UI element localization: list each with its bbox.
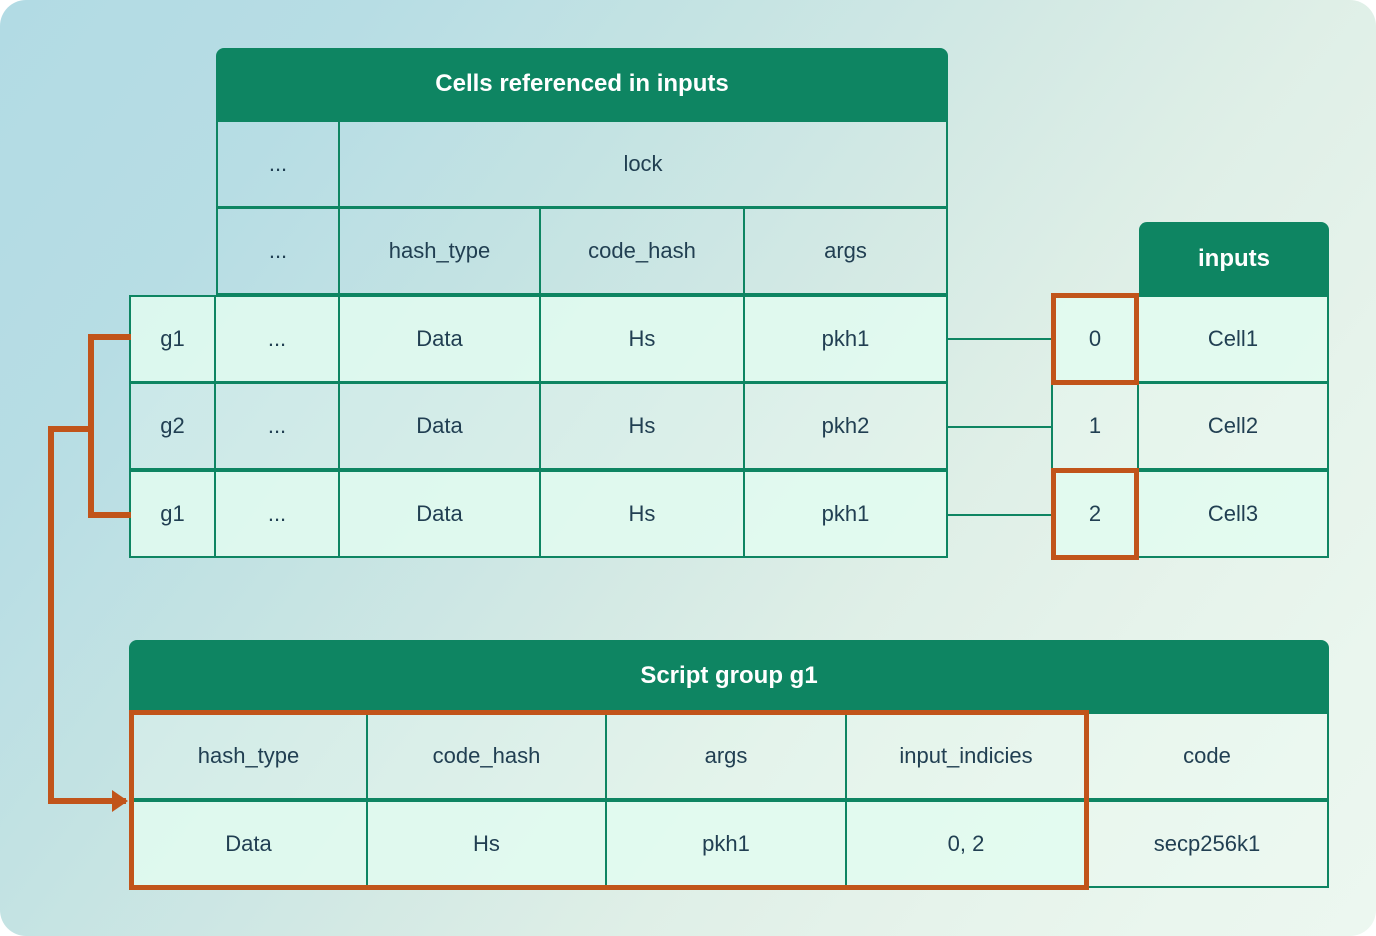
connector-line-row2 xyxy=(948,514,1051,516)
group-label: g1 xyxy=(160,326,185,351)
ellipsis-label: ... xyxy=(267,326,287,351)
group-label: g2 xyxy=(160,413,185,438)
code-hash-value: Hs xyxy=(628,501,656,526)
ellipsis-label: ... xyxy=(267,501,287,526)
code-hash-label: code_hash xyxy=(588,238,696,263)
inputs-table-title: inputs xyxy=(1198,244,1270,272)
sg-col-args: args xyxy=(607,712,847,800)
ellipsis-label: ... xyxy=(267,413,287,438)
table-row-hash-type-cell: Data xyxy=(340,295,541,383)
table-row-ellipsis-cell: ... xyxy=(216,295,340,383)
orange-connector-branch xyxy=(48,426,94,432)
ellipsis-label: ... xyxy=(268,238,288,263)
table-row-code-hash-cell: Hs xyxy=(541,382,745,470)
orange-connector-row1-stub xyxy=(88,334,131,340)
table-row-code-hash-cell: Hs xyxy=(541,295,745,383)
sg-header-label: input_indicies xyxy=(899,743,1033,768)
table-row-hash-type-cell: Data xyxy=(340,470,541,558)
sg-value-label: Hs xyxy=(473,831,500,856)
cells-col-args: args xyxy=(745,207,948,295)
script-group-title: Script group g1 xyxy=(640,662,818,689)
cells-ellipsis-header-2: ... xyxy=(216,207,340,295)
sg-header-label: code xyxy=(1183,743,1231,768)
sg-header-label: code_hash xyxy=(432,743,541,768)
highlight-box-input-2 xyxy=(1051,468,1139,560)
sg-value-label: 0, 2 xyxy=(947,831,985,856)
sg-val-code-hash: Hs xyxy=(368,800,607,888)
code-hash-value: Hs xyxy=(628,326,656,351)
sg-col-code: code xyxy=(1087,712,1329,800)
table-row-args-cell: pkh2 xyxy=(745,382,948,470)
args-value: pkh1 xyxy=(821,501,870,526)
hash-type-value: Data xyxy=(416,413,463,438)
cells-col-code-hash: code_hash xyxy=(541,207,745,295)
input-cell-label: Cell1 xyxy=(1207,326,1259,351)
orange-connector-inflow xyxy=(48,798,126,804)
input-index-label: 2 xyxy=(1088,501,1102,526)
cells-table-header: Cells referenced in inputs xyxy=(216,48,948,120)
table-row-group-cell: g1 xyxy=(129,295,216,383)
lock-label: lock xyxy=(623,151,663,176)
sg-val-hash-type: Data xyxy=(129,800,368,888)
orange-connector-trunk xyxy=(48,426,54,804)
input-index-label: 0 xyxy=(1088,326,1102,351)
cells-col-hash-type: hash_type xyxy=(340,207,541,295)
cells-table-title: Cells referenced in inputs xyxy=(435,70,729,97)
sg-header-label: hash_type xyxy=(197,743,300,768)
script-group-header: Script group g1 xyxy=(129,640,1329,712)
inputs-index-cell: 1 xyxy=(1051,382,1139,470)
group-label: g1 xyxy=(160,501,185,526)
args-value: pkh1 xyxy=(821,326,870,351)
hash-type-value: Data xyxy=(416,501,463,526)
table-row-args-cell: pkh1 xyxy=(745,470,948,558)
table-row-group-cell: g2 xyxy=(129,382,216,470)
input-index-label: 1 xyxy=(1088,413,1102,438)
sg-col-hash-type: hash_type xyxy=(129,712,368,800)
table-row-hash-type-cell: Data xyxy=(340,382,541,470)
sg-val-code: secp256k1 xyxy=(1087,800,1329,888)
table-row-code-hash-cell: Hs xyxy=(541,470,745,558)
highlight-box-script-group xyxy=(129,710,1089,890)
input-cell-label: Cell2 xyxy=(1207,413,1259,438)
orange-connector-row3-stub xyxy=(88,512,131,518)
sg-val-input-indicies: 0, 2 xyxy=(847,800,1087,888)
hash-type-label: hash_type xyxy=(388,238,491,263)
connector-line-row0 xyxy=(948,338,1051,340)
input-cell-label: Cell3 xyxy=(1207,501,1259,526)
args-value: pkh2 xyxy=(821,413,870,438)
sg-val-args: pkh1 xyxy=(607,800,847,888)
cells-ellipsis-header-1: ... xyxy=(216,120,340,208)
args-label: args xyxy=(824,238,867,263)
hash-type-value: Data xyxy=(416,326,463,351)
cells-lock-header: lock xyxy=(340,120,948,208)
connector-line-row1 xyxy=(948,426,1051,428)
inputs-cell-name: Cell2 xyxy=(1139,382,1329,470)
sg-col-code-hash: code_hash xyxy=(368,712,607,800)
table-row-group-cell: g1 xyxy=(129,470,216,558)
inputs-cell-name: Cell1 xyxy=(1139,295,1329,383)
sg-value-label: secp256k1 xyxy=(1153,831,1261,856)
inputs-index-cell: 0 xyxy=(1051,295,1139,383)
sg-header-label: args xyxy=(704,743,748,768)
sg-value-label: Data xyxy=(225,831,272,856)
code-hash-value: Hs xyxy=(628,413,656,438)
orange-connector-arrowhead xyxy=(112,790,128,812)
table-row-ellipsis-cell: ... xyxy=(216,470,340,558)
table-row-ellipsis-cell: ... xyxy=(216,382,340,470)
sg-value-label: pkh1 xyxy=(702,831,750,856)
table-row-args-cell: pkh1 xyxy=(745,295,948,383)
highlight-box-input-0 xyxy=(1051,293,1139,385)
inputs-cell-name: Cell3 xyxy=(1139,470,1329,558)
inputs-table-header: inputs xyxy=(1139,222,1329,295)
ellipsis-label: ... xyxy=(268,151,288,176)
